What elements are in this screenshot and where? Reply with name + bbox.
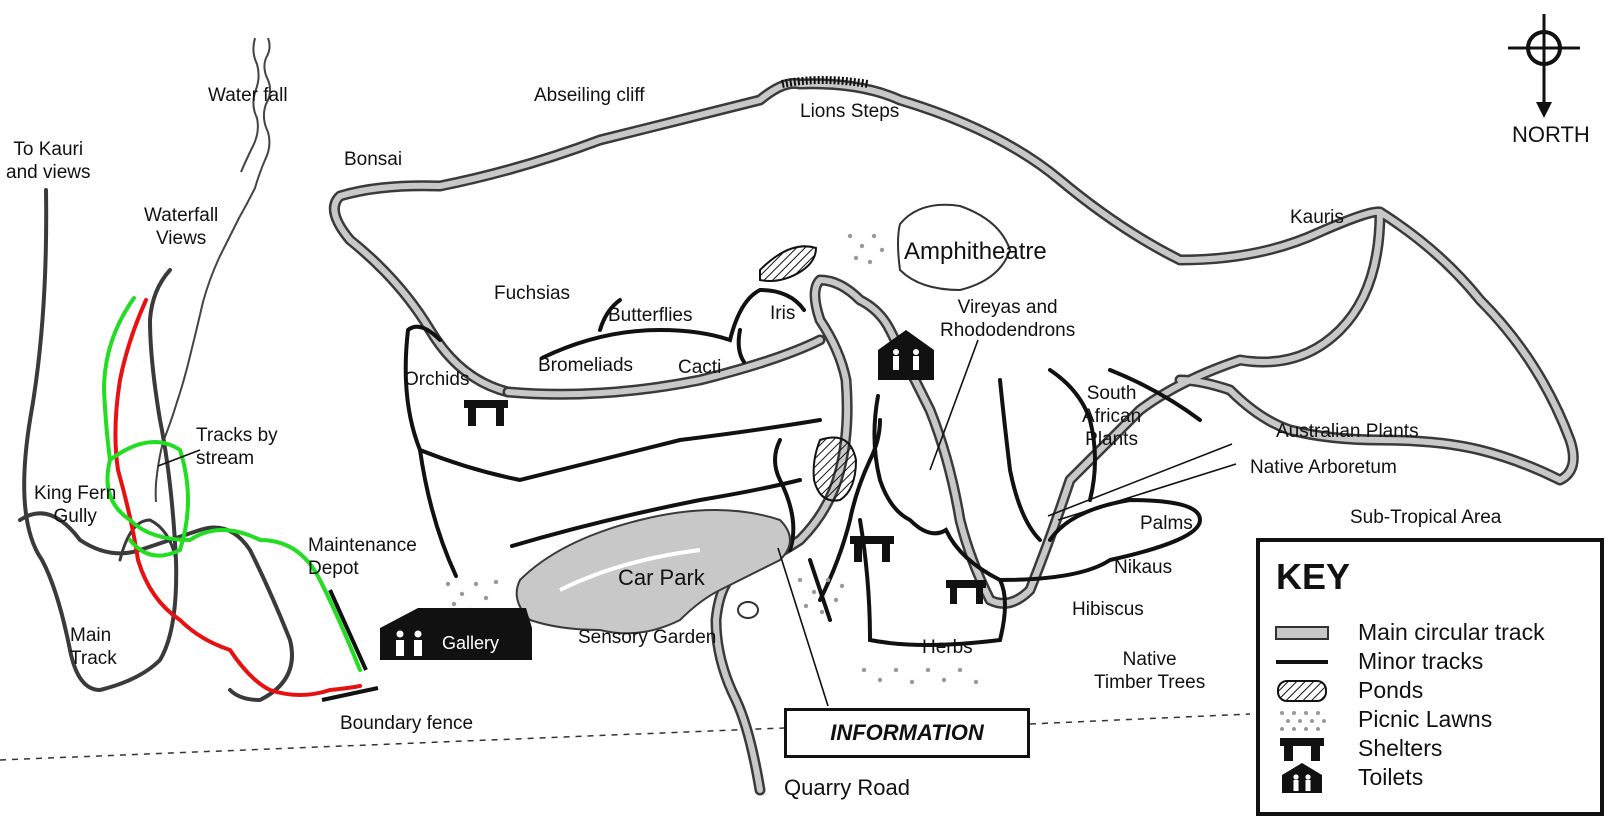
label-fuchsias: Fuchsias (494, 283, 571, 304)
label-king-fern-gully: King Fern Gully (34, 483, 117, 527)
amphitheatre-shape (897, 203, 1012, 292)
label-sensory-garden: Sensory Garden (578, 627, 717, 648)
label-waterfall: Water fall (208, 85, 288, 106)
car-park-area (515, 509, 791, 635)
label-maintenance-depot: Maintenance Depot (308, 535, 417, 579)
gallery-building (380, 608, 532, 660)
compass-north-arrow-icon (1508, 14, 1580, 118)
key-item: Ponds (1274, 676, 1594, 705)
key-item: Toilets (1274, 763, 1594, 793)
north-label: NORTH (1512, 122, 1590, 147)
label-waterfall-views: Waterfall Views (144, 205, 219, 249)
pointer-lines (157, 339, 1237, 707)
streams (154, 37, 272, 503)
label-tracks-by-stream: Tracks by stream (196, 425, 278, 469)
boundary-dashed-line (0, 713, 1251, 761)
key-item: Shelters (1274, 734, 1594, 763)
red-route (113, 298, 362, 697)
shelter-icon (1280, 738, 1324, 761)
label-abseiling-cliff: Abseiling cliff (534, 85, 645, 106)
lions-steps-marker (781, 76, 869, 88)
label-lions-steps: Lions Steps (800, 101, 900, 122)
label-quarry-road: Quarry Road (784, 775, 910, 800)
picnic-dots-icon (1280, 711, 1326, 731)
key-item: Picnic Lawns (1274, 705, 1594, 734)
label-vireyas: Vireyas and Rhododendrons (940, 297, 1076, 341)
label-australian-plants: Australian Plants (1276, 421, 1419, 442)
toilet-icon (878, 330, 934, 380)
label-herbs: Herbs (922, 637, 973, 658)
label-amphitheatre: Amphitheatre (904, 238, 1047, 265)
label-iris: Iris (770, 303, 796, 324)
label-palms: Palms (1140, 513, 1193, 534)
key-item: Main circular track (1274, 618, 1594, 647)
label-cacti: Cacti (678, 357, 722, 378)
minor-track-swatch-icon (1276, 660, 1328, 664)
label-native-arboretum: Native Arboretum (1250, 457, 1397, 478)
label-kauris: Kauris (1290, 207, 1344, 228)
label-bonsai: Bonsai (344, 149, 403, 170)
key-item: Minor tracks (1274, 647, 1594, 676)
north-indicator: NORTH (1500, 10, 1610, 147)
shelter-icon (464, 400, 986, 604)
label-boundary-fence: Boundary fence (340, 713, 474, 734)
information-box: INFORMATION (784, 708, 1030, 758)
pond-hatch-icon (1277, 680, 1327, 702)
green-route (101, 296, 362, 672)
label-orchids: Orchids (404, 369, 470, 390)
label-butterflies: Butterflies (608, 305, 693, 326)
label-south-african: South African Plants (1082, 383, 1142, 450)
label-native-timber: Native Timber Trees (1094, 649, 1206, 693)
map-key: KEY Main circular track Minor tracks Pon… (1256, 538, 1604, 816)
label-gallery: Gallery (442, 633, 500, 653)
label-hibiscus: Hibiscus (1072, 599, 1144, 620)
key-title: KEY (1276, 556, 1351, 597)
label-to-kauri: To Kauri and views (6, 139, 91, 183)
label-car-park: Car Park (618, 565, 705, 590)
minor-tracks (403, 287, 1203, 647)
toilet-icon (1282, 763, 1322, 793)
main-circular-track (328, 77, 1579, 796)
boundary-fence-line (321, 589, 379, 702)
main-track-swatch-icon (1275, 626, 1329, 640)
ponds (759, 245, 858, 502)
label-bromeliads: Bromeliads (538, 355, 634, 376)
picnic-lawns (445, 233, 979, 685)
label-main-track: Main Track (70, 625, 117, 669)
label-nikaus: Nikaus (1114, 557, 1173, 578)
label-sub-tropical: Sub-Tropical Area (1350, 507, 1502, 528)
